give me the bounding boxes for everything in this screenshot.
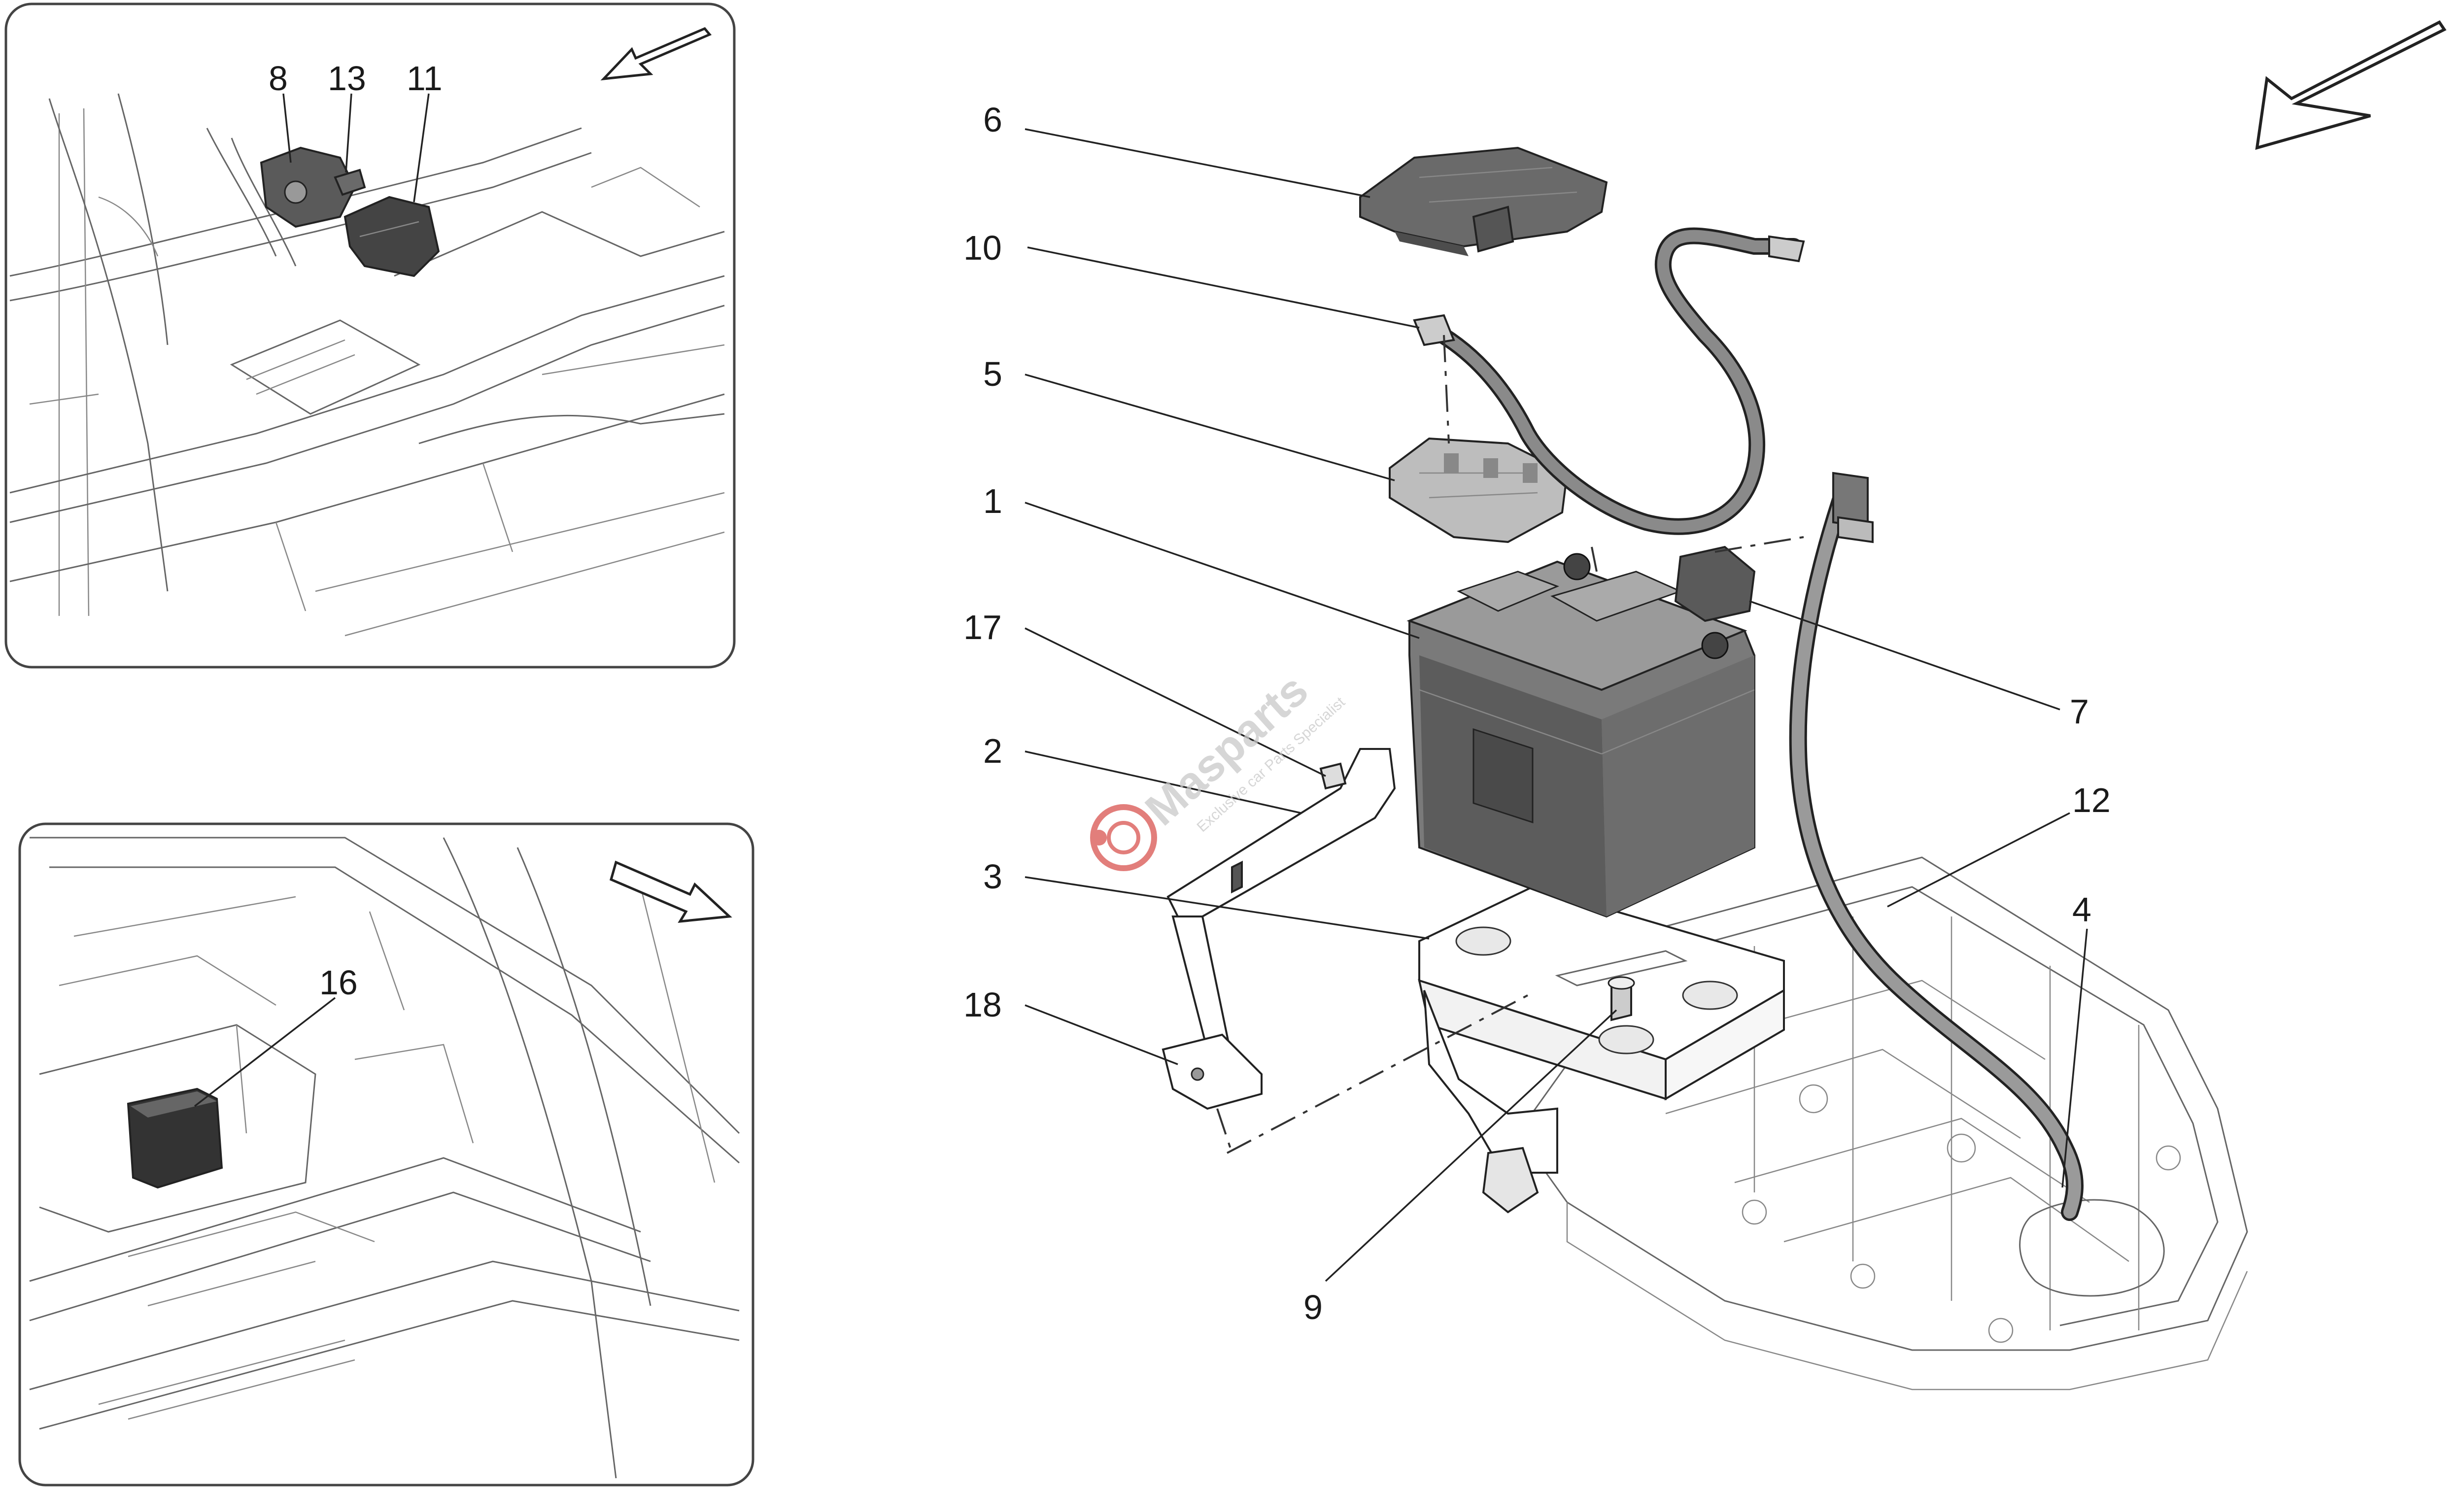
inset-top-left: 8 13 11 <box>4 2 736 669</box>
inset-top-chassis-drawing <box>9 93 725 637</box>
fuse-box-cover-part-6 <box>1359 146 1608 256</box>
fuse-box-base-part-5 <box>1389 437 1569 543</box>
inset-bottom-left: 16 <box>18 822 754 1487</box>
callout-4: 4 <box>2072 890 2091 929</box>
callout-12: 12 <box>2072 781 2111 819</box>
leader-12 <box>1887 812 2070 908</box>
callout-9: 9 <box>1303 1288 1323 1326</box>
direction-arrow-icon <box>2255 20 2447 150</box>
callout-10: 10 <box>963 229 1002 267</box>
callout-18: 18 <box>963 985 1002 1024</box>
leader-5 <box>1025 373 1395 481</box>
assembly-line <box>1443 335 1450 444</box>
inset-bottom-body-drawing <box>29 837 740 1479</box>
leader-8 <box>282 93 292 163</box>
leader-10 <box>1027 246 1420 329</box>
callout-3: 3 <box>983 857 1002 896</box>
battery-part-1 <box>1406 553 1755 918</box>
leader-18 <box>1025 1004 1178 1065</box>
callout-11: 11 <box>407 59 443 98</box>
direction-arrow-icon <box>600 27 712 81</box>
leader-17 <box>1025 627 1326 777</box>
leader-4 <box>2061 928 2088 1188</box>
bolt-part-17 <box>1319 762 1347 790</box>
callout-2: 2 <box>983 732 1002 770</box>
floor-tray <box>1517 856 2248 1390</box>
assembly-line <box>1591 546 1598 572</box>
assembly-line <box>1714 536 1804 553</box>
watermark-logo-icon <box>1090 804 1157 871</box>
battery-tray-part-3 <box>1418 885 1785 1214</box>
main-diagram: 6 10 5 1 17 2 3 18 7 12 4 9 <box>963 20 2447 1390</box>
control-module-part-16 <box>127 1087 223 1189</box>
inset-top-frame <box>4 2 736 669</box>
callout-16: 16 <box>319 963 358 1002</box>
positive-cable-part-12 <box>1789 472 2084 1221</box>
leader-2 <box>1025 750 1301 814</box>
callout-13: 13 <box>328 59 366 98</box>
leader-3 <box>1025 876 1430 940</box>
leader-13 <box>345 93 352 173</box>
connector-part-13 <box>334 169 366 196</box>
assembly-line <box>1227 994 1528 1154</box>
leader-9 <box>1325 1009 1617 1282</box>
fuse-box-part-8 <box>260 146 356 228</box>
relay-part-11 <box>343 196 440 277</box>
bracket-part-18 <box>1162 915 1263 1110</box>
callout-17: 17 <box>963 608 1002 646</box>
callout-7: 7 <box>2070 692 2089 731</box>
callout-1: 1 <box>983 482 1002 520</box>
callout-5: 5 <box>983 355 1002 393</box>
assembly-line <box>1216 1108 1233 1153</box>
direction-arrow-icon <box>609 860 732 923</box>
leader-11 <box>413 93 430 203</box>
leader-6 <box>1025 128 1370 198</box>
leader-16 <box>194 997 336 1107</box>
callout-6: 6 <box>983 101 1002 139</box>
leader-7 <box>1749 600 2060 711</box>
leader-1 <box>1025 502 1420 639</box>
inset-bottom-frame <box>18 822 754 1487</box>
terminal-part-7 <box>1674 545 1756 622</box>
callout-8: 8 <box>269 59 288 98</box>
